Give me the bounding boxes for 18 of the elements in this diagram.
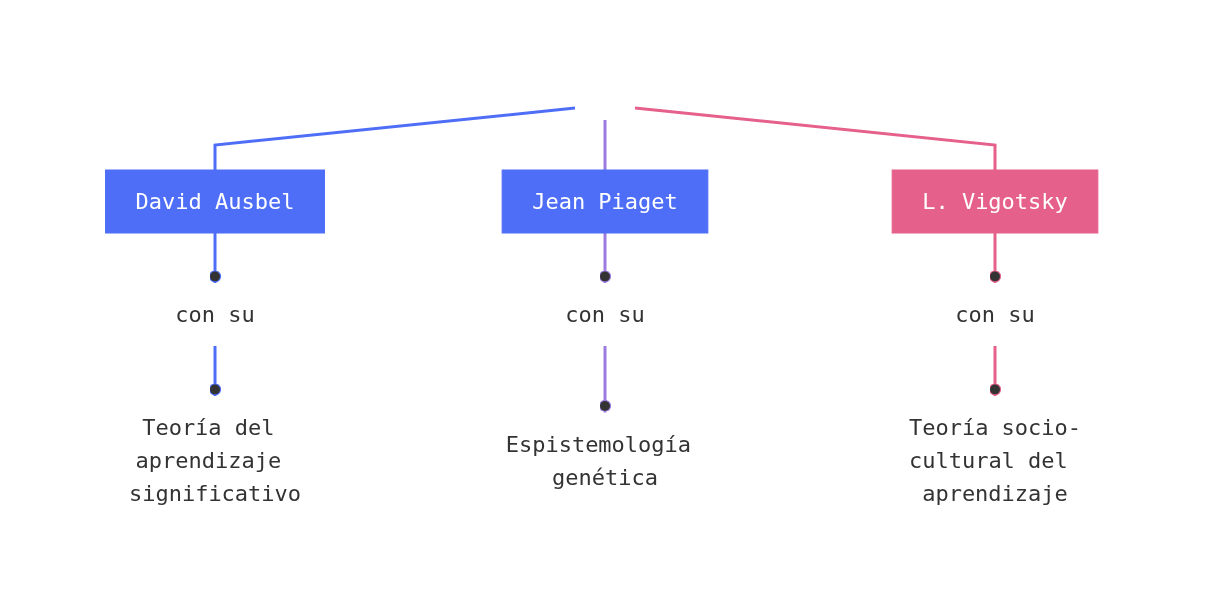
connector — [598, 233, 612, 283]
connector — [208, 346, 222, 396]
node-box: David Ausbel — [105, 169, 325, 234]
node-text: Espistemología genética — [505, 431, 692, 490]
connector — [988, 346, 1002, 396]
node-text: con su — [175, 302, 255, 327]
connector — [603, 120, 607, 170]
connector — [634, 106, 997, 170]
node-text: Teoría del aprendizaje significativo — [128, 415, 302, 506]
connector — [988, 233, 1002, 283]
node-text: con su — [955, 302, 1035, 327]
node-text: con su — [565, 302, 645, 327]
connector — [598, 346, 612, 413]
connector — [213, 106, 576, 170]
node-box: Jean Piaget — [501, 169, 709, 234]
connector — [208, 233, 222, 283]
node-box: L. Vigotsky — [891, 169, 1099, 234]
node-text: Teoría socio-cultural del aprendizaje — [908, 415, 1082, 506]
